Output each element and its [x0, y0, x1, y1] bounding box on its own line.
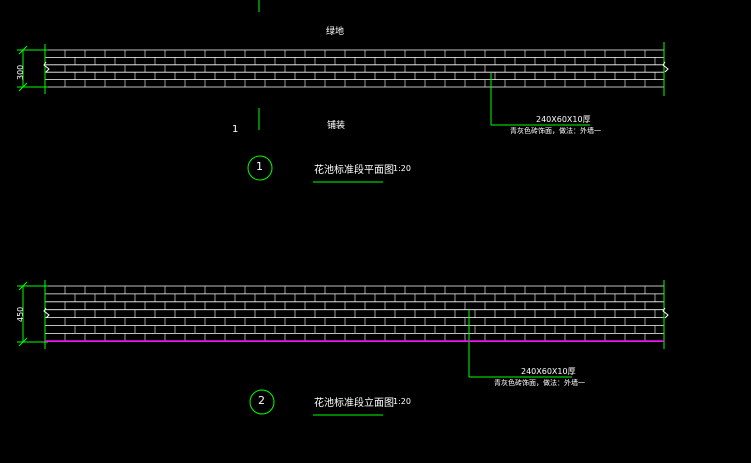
plan-spec-text: 240X60X10厚: [536, 115, 591, 124]
plan-index-circle: [247, 155, 273, 181]
elevation-dimension-text: 450: [16, 306, 25, 322]
elevation-scale: 1:20: [393, 397, 411, 406]
elevation-title: 花池标准段立面图: [314, 398, 394, 409]
plan-section-mark: 1: [232, 124, 239, 135]
plan-top-label: 绿地: [326, 27, 345, 37]
elevation-brick-wall: [45, 285, 664, 342]
plan-brick-wall: [45, 49, 664, 88]
plan-scale: 1:20: [393, 164, 411, 173]
plan-title: 花池标准段平面图: [314, 165, 394, 176]
plan-linework: [17, 0, 665, 183]
plan-break-marks: [43, 61, 669, 73]
elevation-linework: [17, 280, 665, 416]
elevation-spec-text: 240X60X10厚: [521, 367, 576, 376]
elevation-index-number: 2: [258, 394, 265, 407]
elevation-break-marks: [43, 307, 669, 319]
plan-spec-note: 青灰色砖饰面，做法：外墙一: [510, 127, 601, 135]
elevation-spec-note: 青灰色砖饰面，做法：外墙一: [494, 379, 585, 387]
elevation-index-circle: [249, 389, 275, 415]
plan-dimension-text: 300: [16, 64, 25, 80]
plan-bottom-label: 铺装: [327, 121, 346, 131]
plan-index-number: 1: [256, 160, 263, 173]
